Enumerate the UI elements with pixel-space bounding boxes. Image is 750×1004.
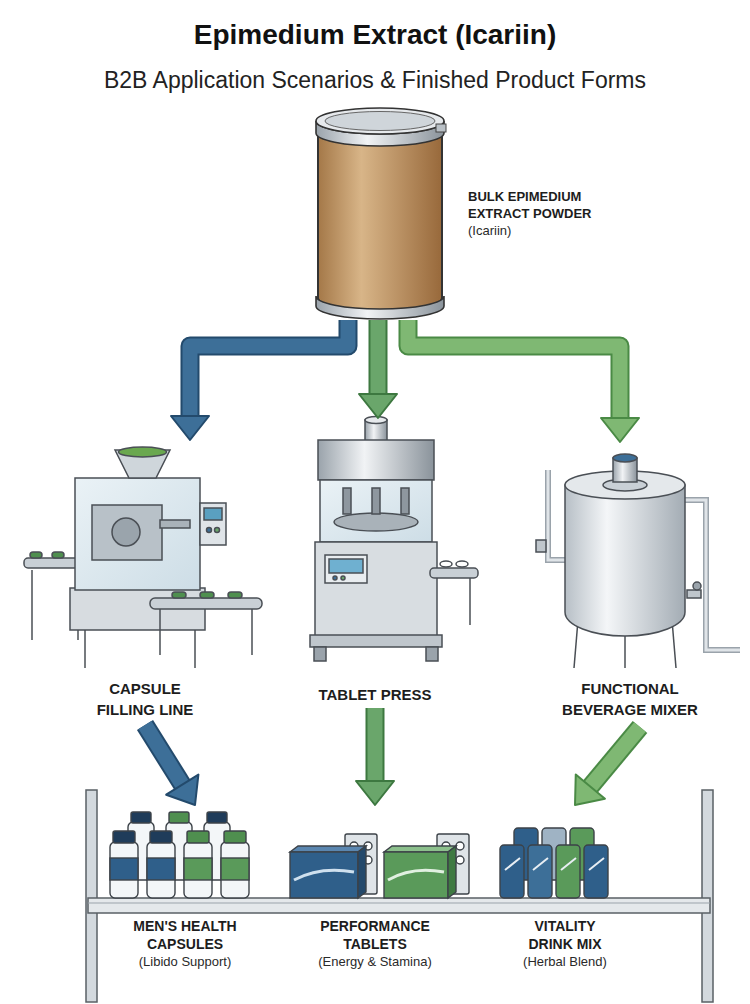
capsule-bottles	[110, 812, 249, 898]
node-heading: PERFORMANCE TABLETS	[300, 917, 450, 953]
arrow-head	[356, 781, 394, 805]
arrow-head	[575, 774, 605, 805]
arrow-outline	[588, 727, 640, 789]
text-group: CAPSULE FILLING LINE	[85, 678, 205, 720]
tablet-press	[310, 417, 478, 662]
arrow-head	[171, 416, 209, 440]
arrow-shaft	[145, 725, 184, 787]
arrow-head	[601, 418, 639, 442]
node-subtext: (Icariin)	[468, 222, 608, 240]
arrow-outline	[369, 320, 388, 397]
flow-arrow	[359, 320, 397, 418]
capsule-machine	[24, 447, 262, 668]
process-machine: CAPSULE FILLING LINE	[20, 440, 270, 725]
flow-arrow	[575, 727, 640, 805]
diagram-title: Epimedium Extract (Icariin)	[0, 18, 750, 52]
arrow-outline	[408, 320, 620, 421]
text-group: TABLET PRESS	[290, 684, 460, 705]
node-subtext: (Herbal Blend)	[515, 953, 615, 971]
arrow-shaft	[588, 727, 640, 789]
process-machine: FUNCTIONAL BEVERAGE MIXER	[525, 442, 735, 727]
mixing-tank	[536, 454, 740, 668]
arrow-head	[166, 775, 198, 805]
arrow-head	[359, 394, 397, 418]
product-group: MEN'S HEALTH CAPSULES(Libido Support)	[95, 805, 275, 985]
arrow-outline	[145, 725, 184, 787]
bulk-material: BULK EPIMEDIUM EXTRACT POWDER(Icariin)	[312, 108, 612, 320]
arrow-outline	[190, 320, 348, 419]
arrow-shaft	[190, 320, 348, 419]
node-heading: BULK EPIMEDIUM EXTRACT POWDER	[468, 188, 608, 222]
text-group: PERFORMANCE TABLETS(Energy & Stamina)	[300, 917, 450, 971]
retail-shelf	[86, 790, 713, 1002]
flow-arrow	[356, 708, 394, 805]
product-group: PERFORMANCE TABLETS(Energy & Stamina)	[285, 805, 465, 985]
arrow-shaft	[408, 320, 620, 421]
arrow-outline	[366, 708, 385, 784]
bulk-drum	[316, 108, 446, 319]
node-subtext: (Libido Support)	[110, 953, 260, 971]
node-heading: TABLET PRESS	[290, 684, 460, 705]
tablet-boxes	[290, 834, 469, 898]
text-group: VITALITY DRINK MIX(Herbal Blend)	[515, 917, 615, 971]
node-heading: CAPSULE FILLING LINE	[85, 678, 205, 720]
subtitle: B2B Application Scenarios & Finished Pro…	[0, 66, 750, 94]
flow-arrow	[408, 320, 639, 442]
flow-arrow	[145, 725, 198, 805]
arrow-shaft	[368, 708, 383, 784]
drink-cans	[500, 828, 608, 898]
text-group: BULK EPIMEDIUM EXTRACT POWDER(Icariin)	[468, 188, 608, 240]
node-heading: MEN'S HEALTH CAPSULES	[110, 917, 260, 953]
node-subtext: (Energy & Stamina)	[300, 953, 450, 971]
node-heading: FUNCTIONAL BEVERAGE MIXER	[555, 678, 705, 720]
flow-arrow	[171, 320, 348, 440]
process-machine: TABLET PRESS	[290, 418, 460, 708]
text-group: MEN'S HEALTH CAPSULES(Libido Support)	[110, 917, 260, 971]
arrow-shaft	[371, 320, 386, 397]
node-heading: VITALITY DRINK MIX	[515, 917, 615, 953]
text-group: FUNCTIONAL BEVERAGE MIXER	[555, 678, 705, 720]
product-group: VITALITY DRINK MIX(Herbal Blend)	[490, 805, 640, 985]
